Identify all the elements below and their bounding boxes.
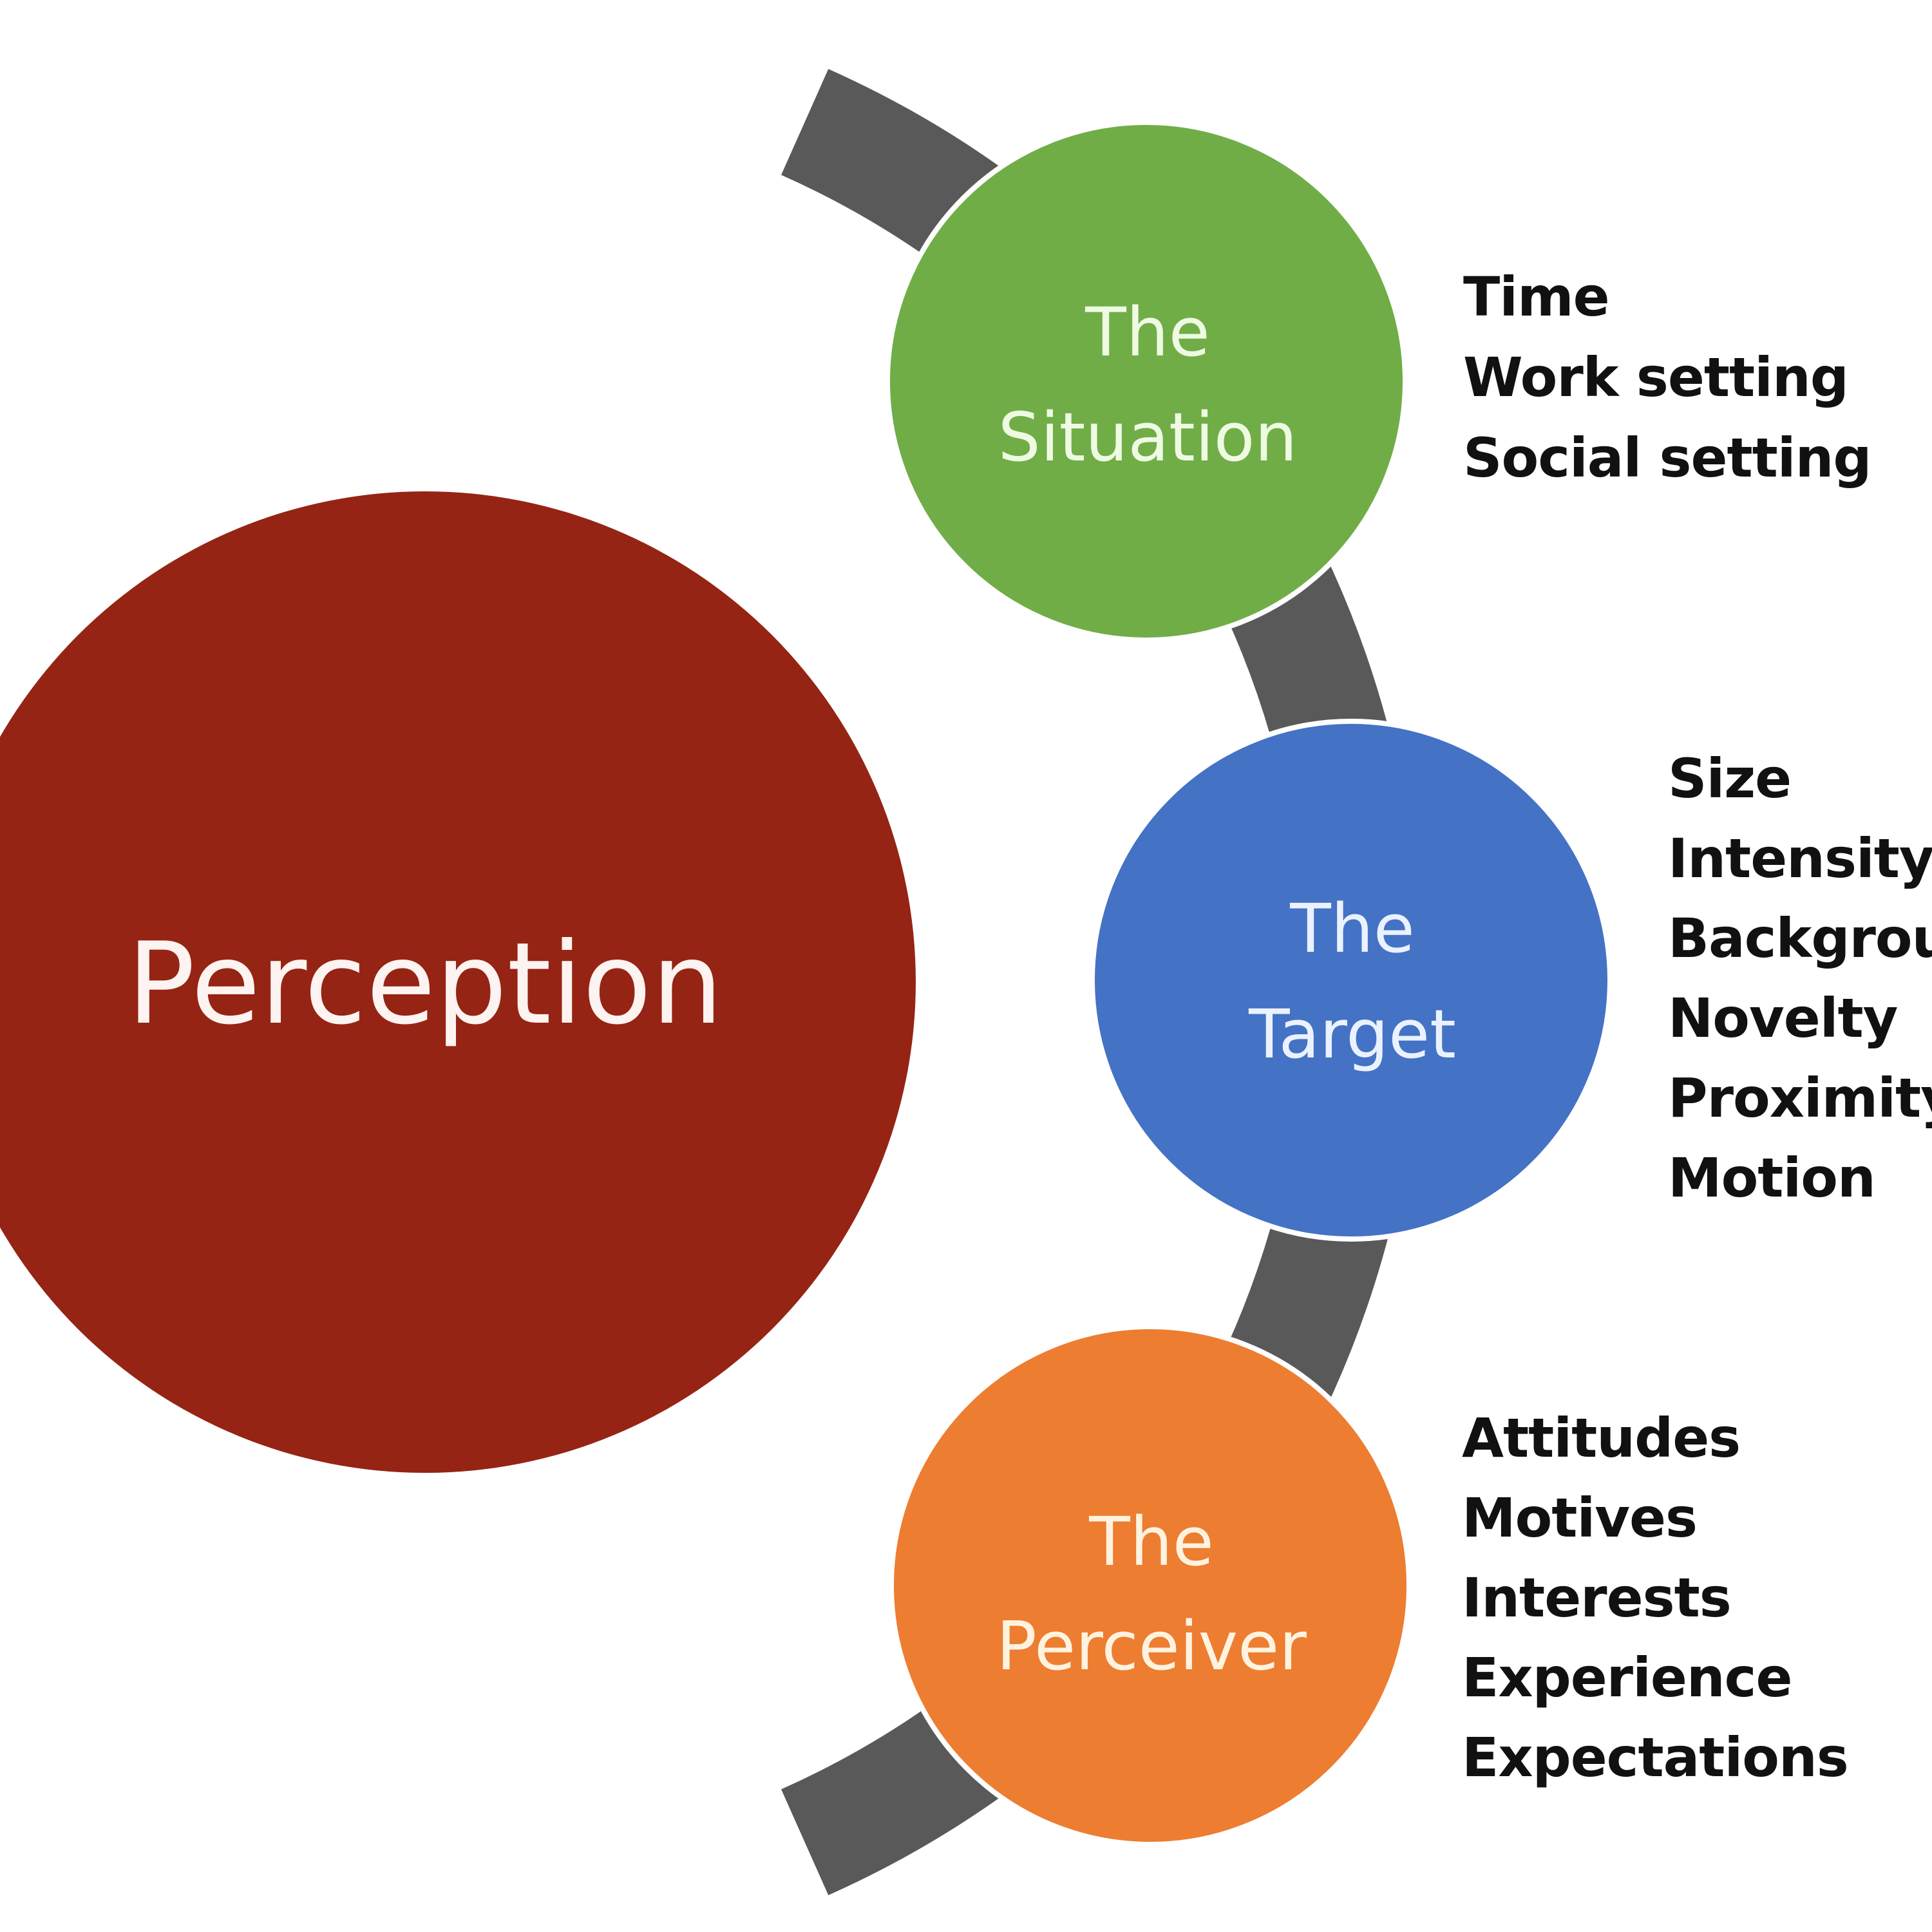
perceiver-label-line1: The xyxy=(1088,1502,1213,1581)
perception-circle xyxy=(0,491,916,1473)
target-label-line1: The xyxy=(1289,889,1414,968)
perceiver-circle xyxy=(889,1324,1412,1847)
factor-item: Proximity xyxy=(1668,1066,1932,1130)
situation-node: The Situation xyxy=(885,120,1408,643)
perception-node: Perception xyxy=(0,491,916,1473)
situation-circle xyxy=(885,120,1408,643)
target-node: The Target xyxy=(1090,719,1613,1242)
target-label-line2: Target xyxy=(1248,995,1456,1074)
situation-factors: Time Work setting Social setting xyxy=(1463,265,1872,489)
factor-item: Experience xyxy=(1462,1646,1792,1709)
factor-item: Time xyxy=(1463,265,1609,328)
situation-label-line2: Situation xyxy=(998,398,1298,477)
perceiver-label-line2: Perceiver xyxy=(996,1607,1307,1685)
factor-item: Motion xyxy=(1668,1146,1875,1209)
factor-item: Social setting xyxy=(1463,426,1871,489)
factor-item: Attitudes xyxy=(1462,1406,1740,1470)
factor-item: Background xyxy=(1668,907,1932,970)
factor-item: Intensity xyxy=(1668,827,1932,890)
target-circle xyxy=(1090,719,1613,1242)
factor-item: Motives xyxy=(1462,1486,1697,1549)
factor-item: Size xyxy=(1668,747,1791,810)
situation-label-line1: The xyxy=(1084,293,1209,372)
perception-label: Perception xyxy=(127,919,723,1050)
factor-item: Expectations xyxy=(1462,1726,1848,1789)
perceiver-factors: Attitudes Motives Interests Experience E… xyxy=(1462,1406,1849,1789)
target-factors: Size Intensity Background Novelty Proxim… xyxy=(1668,747,1932,1209)
perceiver-node: The Perceiver xyxy=(889,1324,1412,1847)
factor-item: Interests xyxy=(1462,1566,1731,1629)
factor-item: Novelty xyxy=(1668,987,1898,1050)
factor-item: Work setting xyxy=(1463,346,1848,409)
